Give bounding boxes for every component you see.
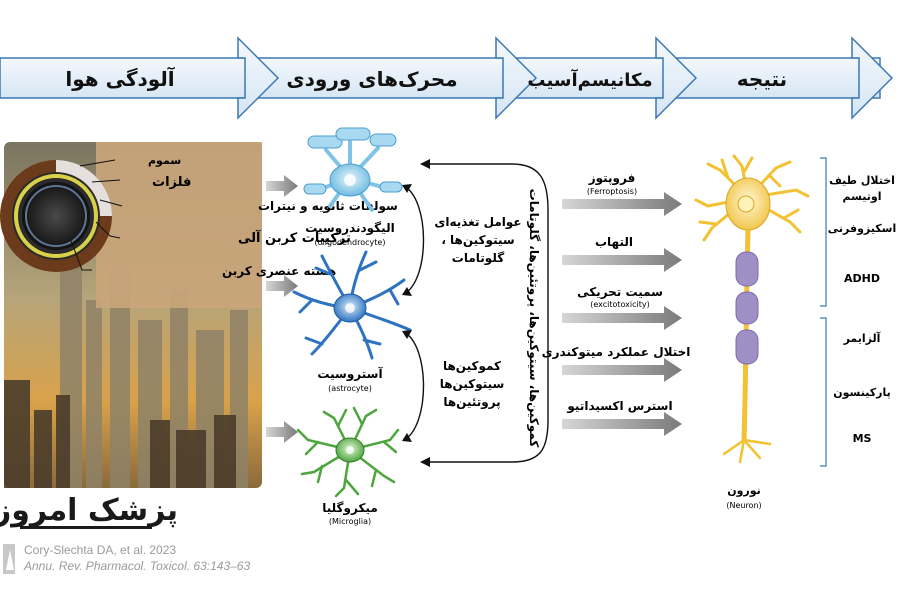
mechanism-arrow — [562, 192, 682, 216]
mechanism-arrow — [562, 358, 682, 382]
astrocyte-icon — [292, 250, 412, 360]
cell-label-oligodendrocyte-en: (oligodendrocyte) — [315, 238, 386, 247]
outcome-bracket-2 — [820, 317, 827, 467]
watermark-text: پزشک امروز — [0, 493, 178, 528]
particle-label-panel — [96, 142, 262, 308]
microglia-icon — [296, 406, 400, 498]
mechanism-label: استرس اکسیداتیو — [566, 399, 672, 414]
glia-signal-connectors — [403, 163, 549, 463]
particle-label: سولفات ثانویه و نیترات — [258, 199, 398, 214]
outcome-label: پارکینسون — [833, 386, 890, 399]
outcome-label: اختلال طیف — [829, 174, 895, 187]
mechanism-label: التهاب — [595, 235, 633, 249]
connector-bottom — [403, 331, 425, 441]
particle-leader-lines — [69, 159, 123, 271]
mechanism-list: فروپتوز (Ferroptosis) التهاب سمیت تحریکی… — [542, 171, 691, 436]
air-pollution-photo: سموم فلزات سولفات ثانویه و نیترات ترکیبا… — [0, 142, 398, 488]
connector-arrowheads — [402, 159, 430, 467]
stage-label: محرک‌های ورودی — [286, 67, 457, 91]
outcome-label: MS — [853, 432, 872, 445]
particle-icon — [0, 160, 112, 272]
outcome-list: اختلال طیف اوتیسم اسکیزوفرنی ADHD آلزایم… — [828, 174, 896, 445]
mechanism-label: فروپتوز — [588, 171, 636, 186]
outcome-brackets — [820, 157, 827, 467]
particle-label: هسته عنصری کربن — [222, 264, 336, 278]
connector-outer — [428, 163, 549, 463]
annual-reviews-logo — [3, 544, 15, 574]
skyline-foreground — [4, 380, 236, 488]
stage-label: نتیجه — [737, 67, 787, 91]
signal-label-vertical: کموکین‌ها، سیتوکین‌ها، پروتئین‌ها، گلوتا… — [526, 189, 541, 448]
signal-label-bottom: پروتئین‌ها — [443, 395, 500, 410]
stage-label: مکانیسم‌آسیب — [527, 68, 652, 91]
outcome-label: اسکیزوفرنی — [828, 222, 896, 235]
mechanism-arrow — [562, 306, 682, 330]
banner-chevron-1 — [237, 36, 280, 120]
connector-top — [403, 185, 425, 295]
outcome-label: آلزایمر — [843, 331, 881, 345]
mechanism-label: اختلال عملکرد میتوکندری — [542, 345, 691, 360]
header-banner: آلودگی هوا محرک‌های ورودی مکانیسم‌آسیب ن… — [0, 36, 894, 120]
input-arrows — [266, 175, 298, 443]
watermark-logo: پزشک امروز — [0, 493, 178, 529]
mechanism-arrow — [562, 248, 682, 272]
mechanism-label-en: (Ferroptosis) — [587, 187, 637, 196]
cell-label-oligodendrocyte: الیگودندروسیت — [305, 221, 394, 236]
neuron-label: نورون — [727, 484, 761, 497]
mechanism-arrow — [562, 412, 682, 436]
citation-line1: Cory-Slechta DA, et al. 2023 — [24, 543, 176, 557]
mechanism-label: سمیت تحریکی — [577, 285, 663, 299]
neuron-icon — [694, 154, 810, 464]
oligodendrocyte-icon — [303, 127, 403, 212]
stage-label: آلودگی هوا — [65, 66, 175, 91]
banner-chevron-3 — [655, 36, 698, 120]
cell-label-microglia-en: (Microglia) — [329, 517, 371, 526]
mechanism-label-en: (excitotoxicity) — [590, 300, 650, 309]
signal-label-top: سیتوکین‌ها ، — [441, 233, 514, 248]
signal-label-top: عوامل تغذیه‌ای — [434, 215, 521, 230]
particle-label: ترکیبات کربن آلی — [238, 229, 351, 246]
input-arrow — [266, 275, 298, 297]
signal-label-bottom: سیتوکین‌ها — [440, 377, 505, 392]
cell-label-astrocyte-en: (astrocyte) — [328, 384, 372, 393]
outcome-bracket-1 — [820, 157, 827, 307]
banner-chevron-2 — [495, 36, 538, 120]
input-arrow — [266, 421, 298, 443]
cell-label-astrocyte: آستروسیت — [317, 366, 383, 382]
signal-label-bottom: کموکین‌ها — [443, 359, 501, 374]
particle-label: فلزات — [152, 175, 191, 190]
neuron-label-en: (Neuron) — [726, 501, 761, 510]
citation-line2: Annu. Rev. Pharmacol. Toxicol. 63:143–63 — [23, 559, 250, 573]
particle-label: سموم — [148, 154, 181, 167]
outcome-label: ADHD — [844, 272, 880, 285]
banner-chevron-4 — [851, 36, 894, 120]
outcome-label: اوتیسم — [842, 190, 881, 203]
input-arrow — [266, 175, 298, 197]
citation-block: Cory-Slechta DA, et al. 2023 Annu. Rev. … — [3, 543, 250, 574]
cell-label-microglia: میکروگلیا — [322, 501, 378, 516]
signal-label-top: گلوتامات — [452, 251, 504, 266]
